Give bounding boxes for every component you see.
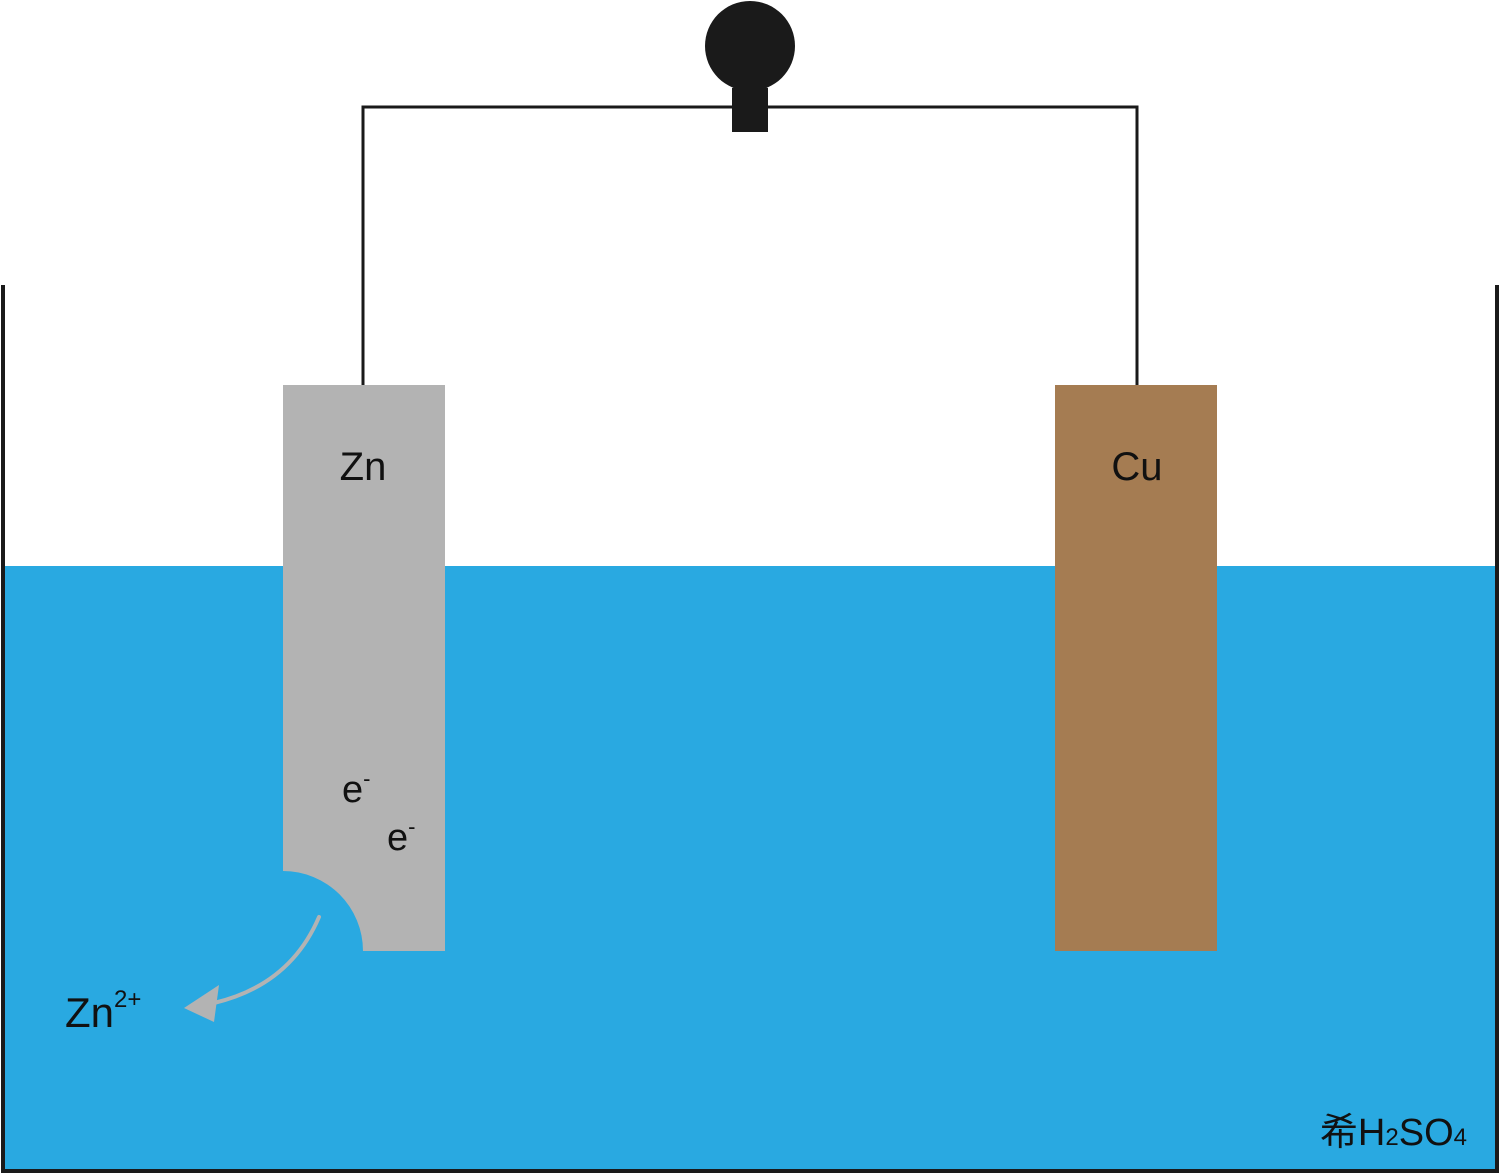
light-bulb-icon bbox=[705, 1, 795, 132]
arrow-shaft bbox=[212, 915, 321, 1005]
electron-charge-1: - bbox=[363, 766, 370, 791]
sulfuric-acid-solution bbox=[2, 566, 1498, 1172]
electron-label-2: e- bbox=[387, 814, 415, 859]
copper-electrode-label: Cu bbox=[1111, 445, 1162, 489]
solution-o-sub: 4 bbox=[1454, 1124, 1467, 1151]
zinc-electrode-label: Zn bbox=[340, 445, 387, 489]
electron-symbol-1: e bbox=[342, 769, 363, 811]
bulb-base bbox=[732, 88, 768, 132]
electron-symbol-2: e bbox=[387, 817, 408, 859]
zinc-ion-symbol: Zn bbox=[65, 989, 114, 1036]
zinc-ion-label: Zn2+ bbox=[65, 986, 141, 1036]
circuit-wire bbox=[361, 105, 1139, 385]
beaker-outline bbox=[1, 285, 1499, 1173]
arrow-head bbox=[184, 985, 219, 1022]
curved-arrow-icon bbox=[184, 915, 321, 1022]
zinc-electrode bbox=[283, 385, 445, 951]
solution-h: H bbox=[1358, 1112, 1385, 1154]
electron-charge-2: - bbox=[408, 814, 415, 839]
solution-so: SO bbox=[1399, 1112, 1454, 1154]
electron-label-1: e- bbox=[342, 766, 370, 811]
copper-electrode bbox=[1055, 385, 1217, 951]
bulb-globe bbox=[705, 1, 795, 91]
zinc-ion-charge: 2+ bbox=[114, 986, 141, 1013]
solution-prefix: 希 bbox=[1320, 1110, 1358, 1154]
solution-h-sub: 2 bbox=[1385, 1124, 1398, 1151]
solution-label: 希H2SO4 bbox=[1320, 1110, 1467, 1154]
